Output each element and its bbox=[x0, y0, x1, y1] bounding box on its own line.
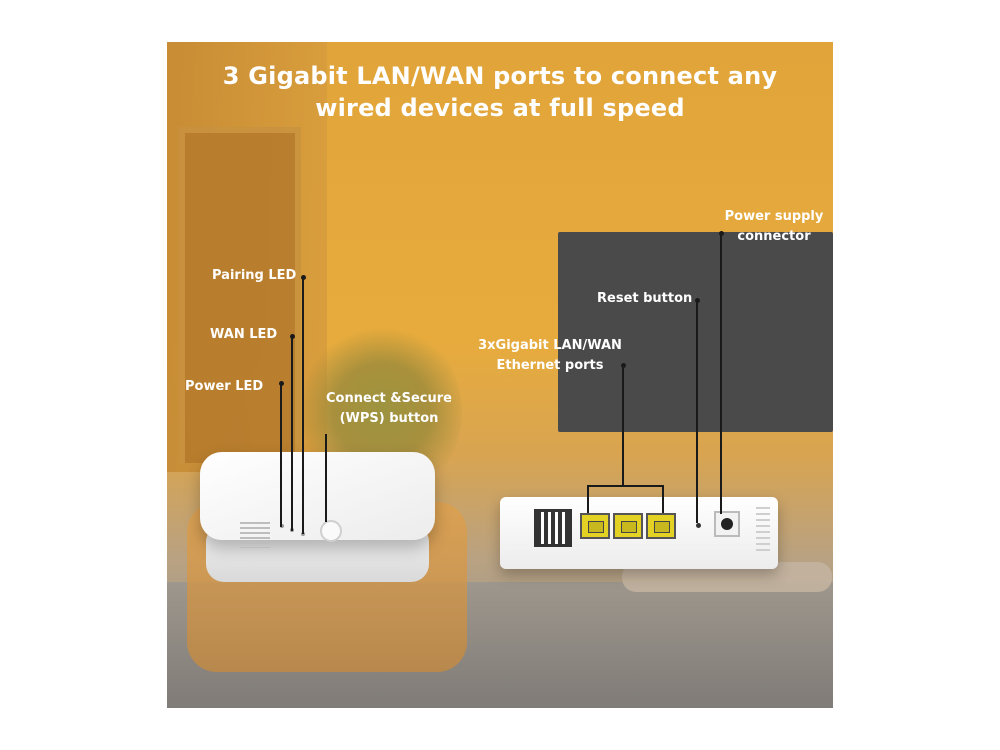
reset-button-label: Reset button bbox=[597, 291, 693, 306]
ethernet-ports-dot bbox=[621, 363, 626, 368]
power-led-icon bbox=[280, 524, 284, 528]
background-door bbox=[179, 127, 301, 463]
ethernet-ports-line-1: 3xGigabit LAN/WAN bbox=[478, 338, 622, 353]
pairing-led-leader bbox=[302, 278, 304, 534]
router-back-vent bbox=[756, 507, 770, 555]
pairing-led-dot bbox=[301, 275, 306, 280]
wps-button-label: Connect &Secure (WPS) button bbox=[325, 389, 453, 429]
ethernet-ports-bracket-left bbox=[587, 485, 589, 513]
router-front-view bbox=[200, 452, 435, 582]
ethernet-ports-leader bbox=[622, 366, 624, 485]
power-led-dot bbox=[279, 381, 284, 386]
wan-led-dot bbox=[290, 334, 295, 339]
headline-line-2: wired devices at full speed bbox=[315, 94, 685, 122]
ethernet-ports-label: 3xGigabit LAN/WAN Ethernet ports bbox=[475, 336, 625, 376]
qr-code-icon bbox=[534, 509, 572, 547]
power-supply-label: Power supply connector bbox=[719, 207, 829, 247]
power-led-leader bbox=[280, 384, 282, 527]
ethernet-port-1-icon bbox=[580, 513, 610, 539]
reset-button-dot bbox=[695, 298, 700, 303]
power-supply-line-2: connector bbox=[737, 229, 811, 244]
power-led-label: Power LED bbox=[185, 379, 264, 394]
wps-button-icon bbox=[320, 520, 342, 542]
power-supply-leader bbox=[720, 234, 722, 514]
wps-label-line-2: (WPS) button bbox=[339, 411, 439, 426]
headline-line-1: 3 Gigabit LAN/WAN ports to connect any bbox=[222, 62, 778, 90]
router-back-view bbox=[500, 497, 778, 569]
reset-hole-icon bbox=[696, 523, 701, 528]
product-image: 3 Gigabit LAN/WAN ports to connect any w… bbox=[167, 42, 833, 708]
reset-button-leader bbox=[696, 301, 698, 523]
pairing-led-icon bbox=[301, 532, 305, 536]
power-jack-icon bbox=[714, 511, 740, 537]
ethernet-port-2-icon bbox=[613, 513, 643, 539]
ethernet-port-3-icon bbox=[646, 513, 676, 539]
power-supply-dot bbox=[719, 231, 724, 236]
router-front-vent bbox=[240, 522, 270, 548]
power-supply-line-1: Power supply bbox=[724, 209, 824, 224]
background-tv bbox=[558, 232, 833, 432]
wan-led-label: WAN LED bbox=[210, 327, 278, 342]
ethernet-ports-bracket bbox=[587, 485, 664, 487]
wan-led-leader bbox=[291, 337, 293, 531]
ethernet-ports-line-2: Ethernet ports bbox=[496, 358, 604, 373]
ethernet-ports-bracket-right bbox=[662, 485, 664, 513]
wps-leader bbox=[325, 434, 327, 522]
router-front-top bbox=[200, 452, 435, 540]
pairing-led-label: Pairing LED bbox=[212, 268, 297, 283]
wps-label-line-1: Connect &Secure bbox=[326, 391, 452, 406]
headline: 3 Gigabit LAN/WAN ports to connect any w… bbox=[167, 60, 833, 124]
